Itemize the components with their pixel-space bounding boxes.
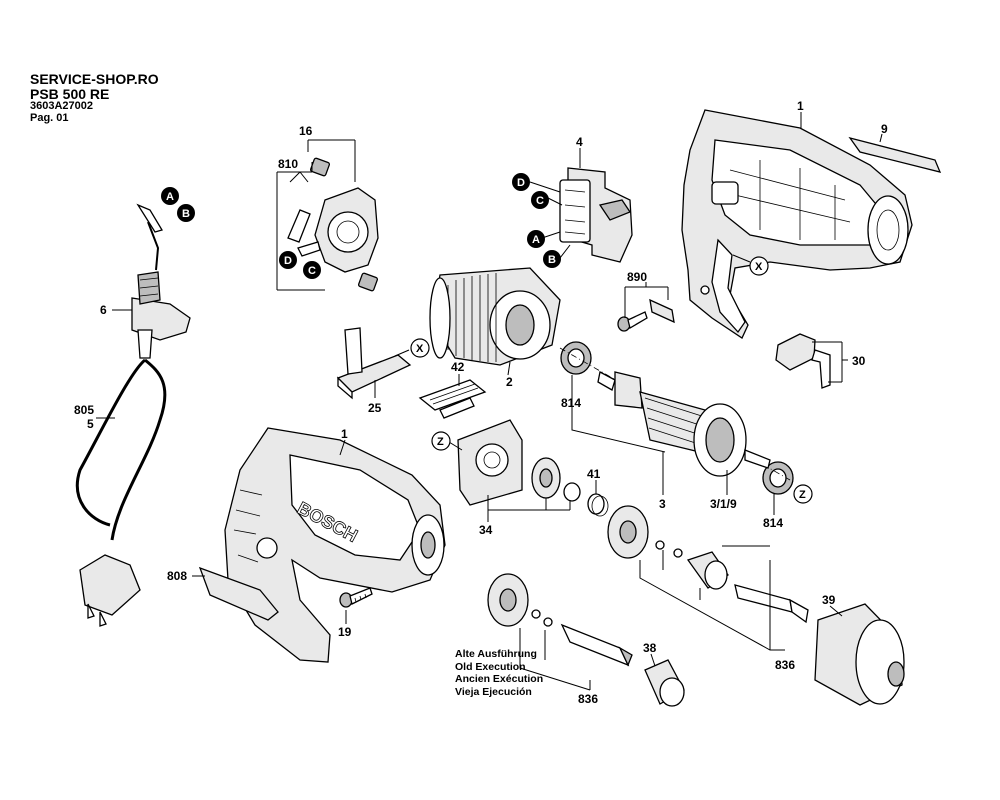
svg-text:A: A [532, 234, 540, 246]
label-19: 19 [338, 625, 352, 639]
svg-text:X: X [755, 261, 763, 273]
site-title: SERVICE-SHOP.RO [30, 71, 159, 87]
label-2: 2 [506, 375, 513, 389]
marker-c-switch: C [531, 191, 549, 209]
marker-d-switch: D [512, 173, 530, 191]
marker-b-cable: B [177, 204, 195, 222]
screw-part-19 [339, 587, 373, 608]
label-890: 890 [627, 270, 647, 284]
old-execution-fr: Ancien Exécution [455, 673, 544, 686]
spindle-upper [734, 584, 809, 624]
label-3: 3 [659, 497, 666, 511]
label-41: 41 [587, 467, 601, 481]
svg-text:X: X [416, 343, 424, 355]
bushing-part-38 [644, 659, 685, 707]
label-3-1-9: 3/1/9 [710, 497, 737, 511]
label-810: 810 [278, 157, 298, 171]
marker-b-switch: B [543, 250, 561, 268]
old-execution-note: Alte Ausführung Old Execution Ancien Exé… [455, 648, 543, 698]
model-name: PSB 500 RE [30, 85, 110, 102]
old-execution-en: Old Execution [455, 660, 526, 673]
label-805: 805 [74, 403, 94, 417]
marker-d-brush: D [279, 251, 297, 269]
label-814-left: 814 [561, 396, 581, 410]
leader-lines [96, 112, 883, 691]
drill-housing-part-1: BOSCH [224, 427, 446, 663]
label-9: 9 [881, 122, 888, 136]
marker-c-brush: C [303, 261, 321, 279]
spindle-old-part-836 [560, 623, 633, 667]
gear-wheel-upper [607, 505, 649, 559]
label-39: 39 [822, 593, 836, 607]
svg-text:A: A [166, 191, 174, 203]
part-number: 3603A27002 [30, 100, 94, 113]
ball-bearing-left [560, 341, 592, 375]
brush-cover-part-30 [775, 333, 831, 389]
marker-z-bearing: Z [793, 484, 813, 504]
armature-part-3 [559, 347, 791, 481]
bearing-plate-part-34 [457, 419, 523, 506]
label-30: 30 [852, 354, 866, 368]
svg-text:B: B [182, 208, 190, 220]
marker-x-housing: X [749, 256, 769, 276]
old-execution-de: Alte Ausführung [455, 648, 537, 660]
connector-markers: A B D C D C A B X X Z Z [161, 173, 813, 504]
svg-text:Z: Z [437, 436, 444, 448]
gear-wheel-old [487, 573, 529, 627]
cover-part-25 [336, 327, 412, 400]
small-bushing [563, 482, 581, 502]
stator-field-part-2 [429, 267, 561, 366]
svg-text:C: C [536, 195, 544, 207]
callout-labels: 1 9 16 810 4 890 6 805 5 2 42 25 30 814 … [74, 99, 888, 706]
label-1-mid: 1 [341, 427, 348, 441]
svg-text:D: D [284, 255, 292, 267]
label-16: 16 [299, 124, 313, 138]
page-number: Pag. 01 [30, 111, 69, 124]
washers-old [531, 609, 553, 627]
spring-part-41 [587, 493, 609, 517]
fan-gear-part-34 [531, 457, 561, 499]
washers-upper [655, 540, 683, 558]
switch-part-4 [559, 167, 633, 263]
power-cable-part-805 [75, 203, 191, 541]
label-5: 5 [87, 417, 94, 431]
label-4: 4 [576, 135, 583, 149]
svg-text:Z: Z [799, 489, 806, 501]
label-6: 6 [100, 303, 107, 317]
marker-a-cable: A [161, 187, 179, 205]
label-42: 42 [451, 360, 465, 374]
drill-chuck-part-39 [814, 603, 905, 706]
label-808: 808 [167, 569, 187, 583]
ball-bearing-right [762, 461, 794, 495]
pinion-sleeve [686, 551, 729, 590]
marker-x-cover: X [410, 338, 430, 358]
svg-text:D: D [517, 177, 525, 189]
marker-a-switch: A [527, 230, 545, 248]
label-34: 34 [479, 523, 493, 537]
old-execution-es: Vieja Ejecución [455, 685, 532, 698]
handle-insert-part-808 [198, 566, 279, 621]
brush-holder-part-16 [287, 157, 379, 292]
label-38: 38 [643, 641, 657, 655]
wedge-part-9 [848, 136, 942, 173]
cord-clamp-part-890 [617, 298, 675, 332]
plug-part-5 [79, 554, 141, 627]
marker-z-plate: Z [431, 431, 451, 451]
label-1-top: 1 [797, 99, 804, 113]
housing-half-part [681, 109, 913, 339]
document-header: SERVICE-SHOP.RO PSB 500 RE 3603A27002 Pa… [30, 72, 159, 124]
label-814-right: 814 [763, 516, 783, 530]
spring-clip-part-42 [418, 379, 487, 419]
svg-text:C: C [308, 265, 316, 277]
label-836-bottom: 836 [578, 692, 598, 706]
label-836-right: 836 [775, 658, 795, 672]
label-25: 25 [368, 401, 382, 415]
svg-text:B: B [548, 254, 556, 266]
